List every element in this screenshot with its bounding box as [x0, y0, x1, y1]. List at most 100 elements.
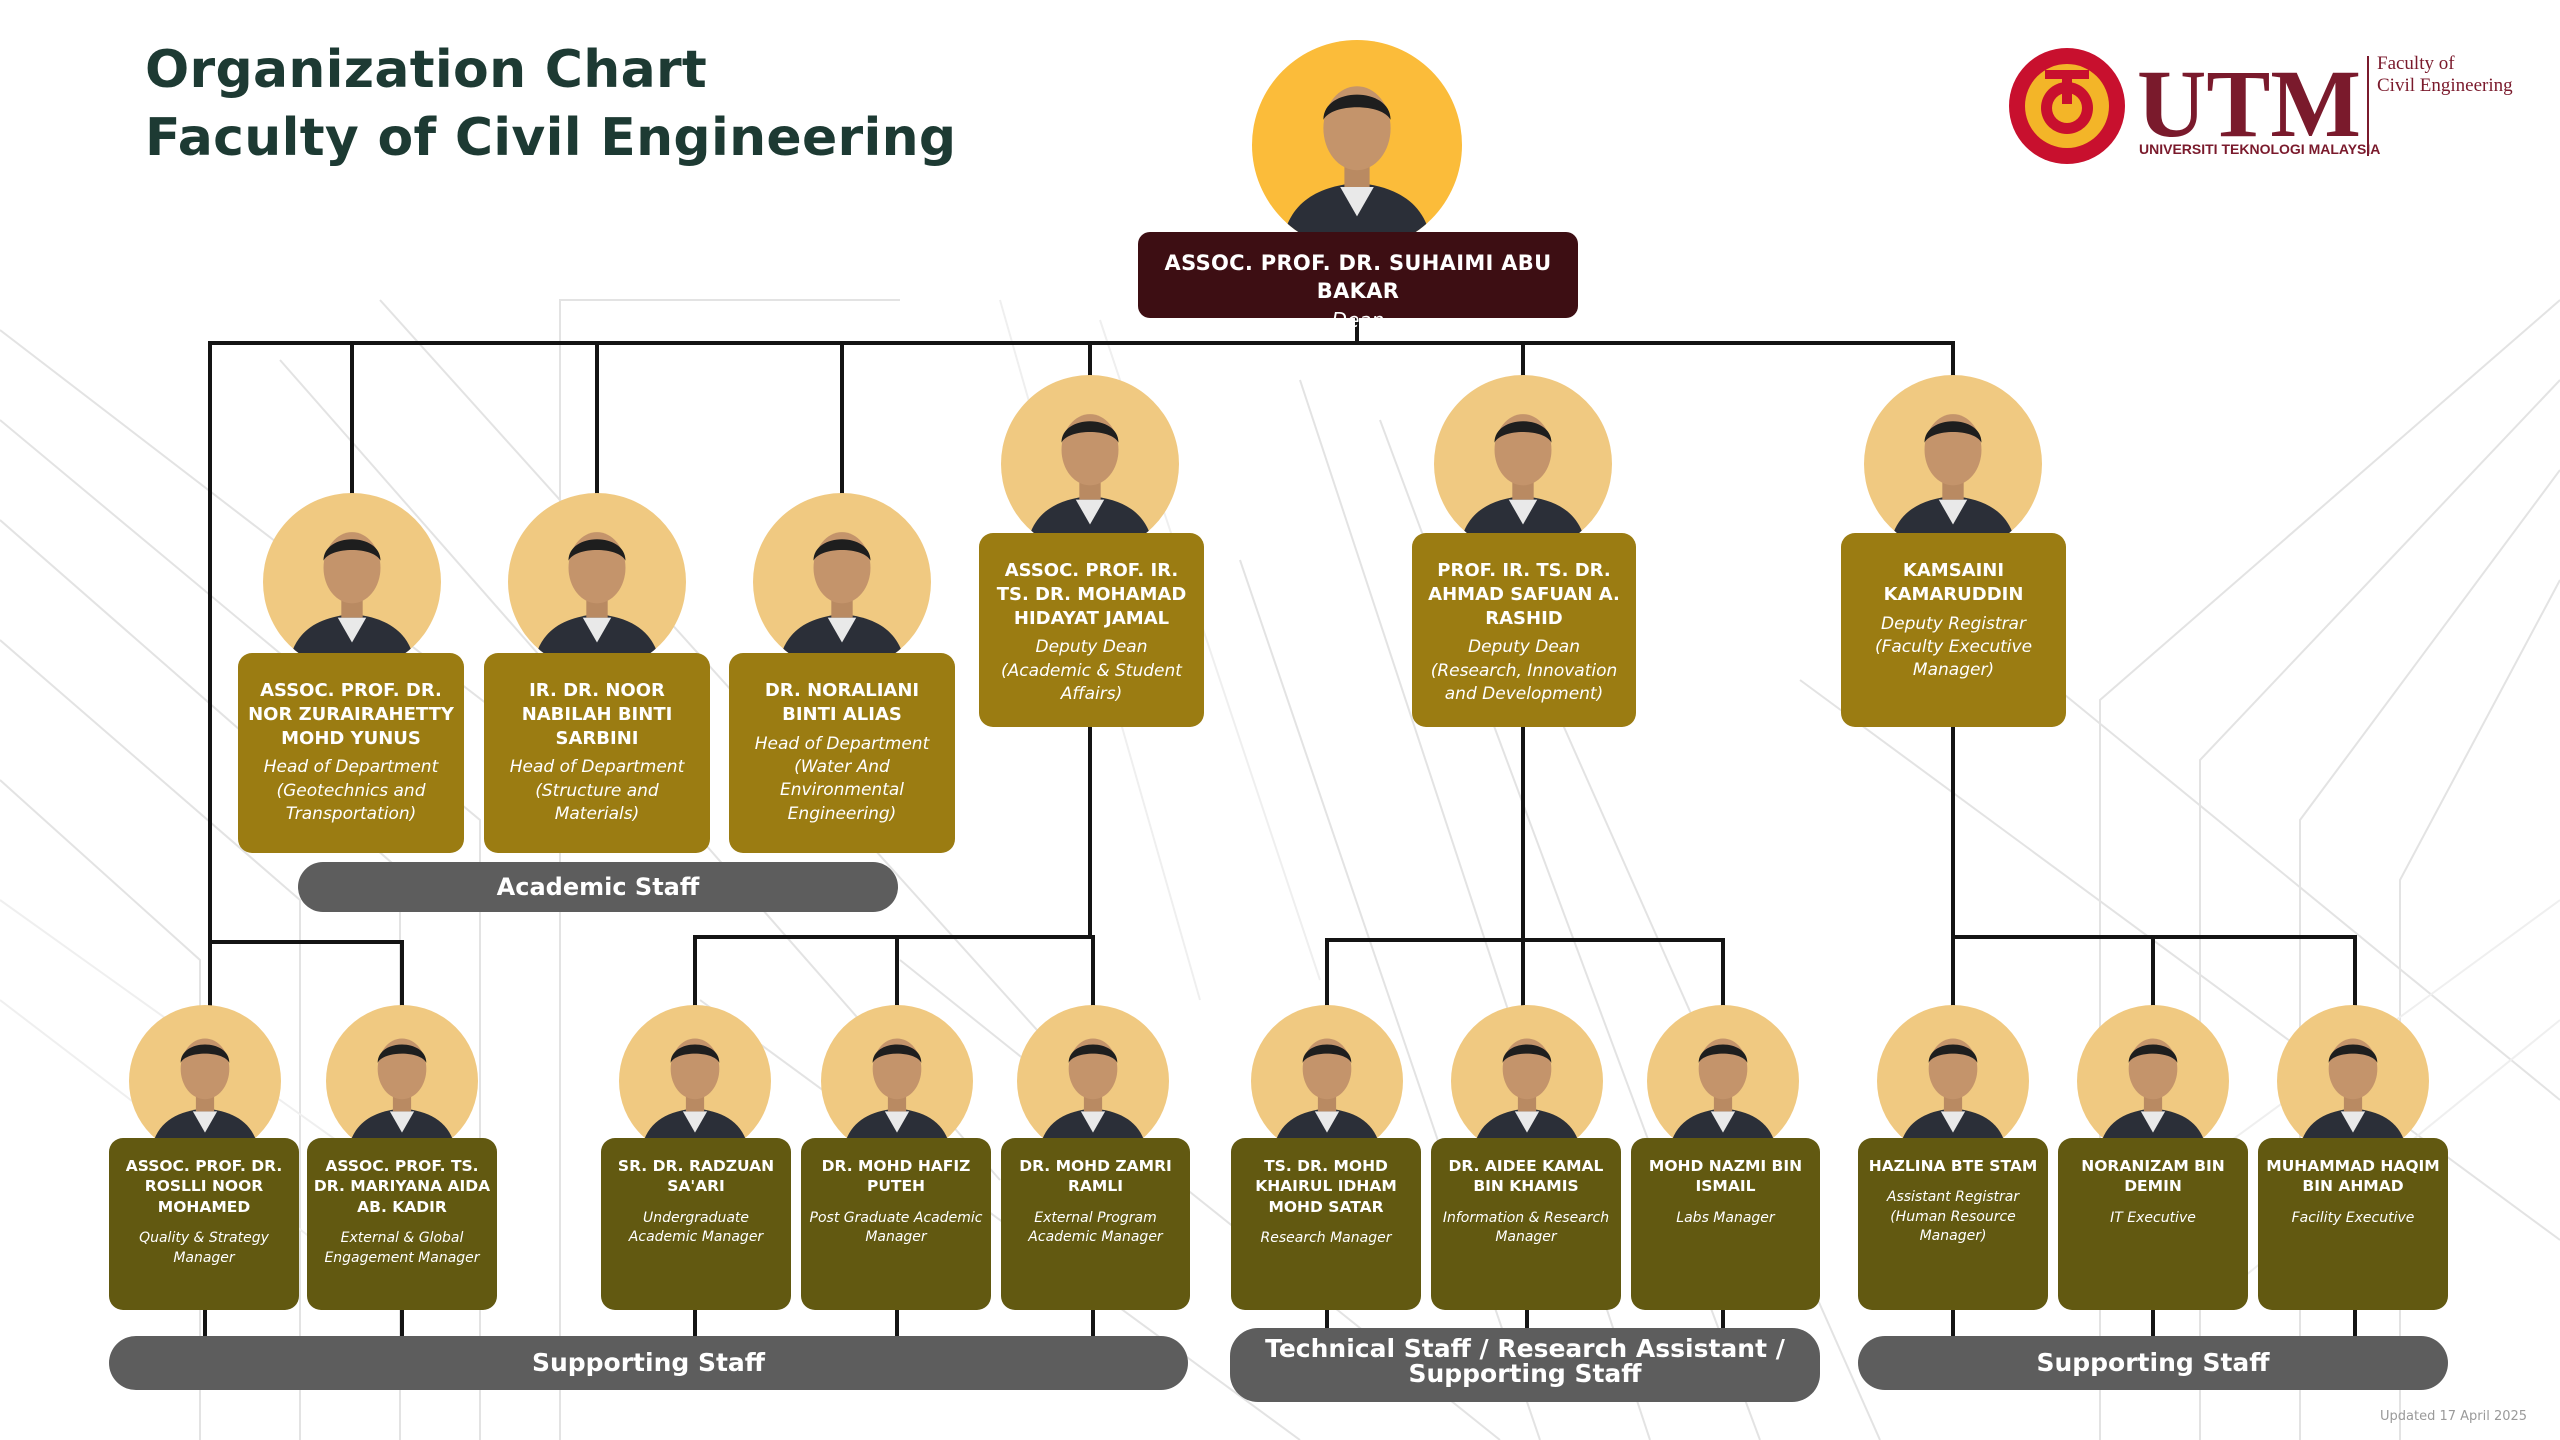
- person-portrait-icon: [532, 532, 662, 671]
- person-portrait-icon: [1038, 1038, 1148, 1157]
- person-portrait-icon: [1668, 1038, 1778, 1157]
- utm-seal-icon: [2009, 48, 2125, 164]
- staff-name: DR. MOHD HAFIZ PUTEH: [821, 1157, 971, 1196]
- head-name: ASSOC. PROF. DR. NOR ZURAIRAHETTY MOHD Y…: [248, 680, 454, 749]
- staff-card: DR. AIDEE KAMAL BIN KHAMIS Information &…: [1431, 1138, 1621, 1310]
- staff-name: DR. MOHD ZAMRI RAMLI: [1019, 1157, 1172, 1196]
- staff-photo: [1647, 1005, 1799, 1157]
- utm-logo: UTM UNIVERSITI TEKNOLOGI MALAYSIA Facult…: [2009, 48, 2513, 164]
- staff-role: Facility Executive: [2291, 1209, 2415, 1226]
- staff-role: External & Global Engagement Manager: [324, 1230, 480, 1266]
- staff-role: Research Manager: [1260, 1230, 1392, 1247]
- staff-photo: [2277, 1005, 2429, 1157]
- person-portrait-icon: [1888, 414, 2018, 553]
- staff-role: Post Graduate Academic Manager: [809, 1209, 983, 1246]
- staff-photo: [1017, 1005, 1169, 1157]
- deputy-photo: [1434, 375, 1612, 553]
- person-portrait-icon: [1458, 414, 1588, 553]
- person-portrait-icon: [287, 532, 417, 671]
- staff-name: ASSOC. PROF. TS. DR. MARIYANA AIDA AB. K…: [313, 1157, 491, 1216]
- updated-date: Updated 17 April 2025: [2380, 1409, 2528, 1424]
- staff-name: MUHAMMAD HAQIM BIN AHMAD: [2266, 1157, 2440, 1196]
- staff-card: ASSOC. PROF. DR. ROSLLI NOOR MOHAMED Qua…: [109, 1138, 299, 1310]
- supporting-staff-pill: Supporting Staff: [109, 1336, 1188, 1390]
- staff-card: DR. MOHD HAFIZ PUTEH Post Graduate Acade…: [801, 1138, 991, 1310]
- deputy-photo: [1001, 375, 1179, 553]
- page-title: Organization Chart: [145, 40, 708, 100]
- staff-role: External Program Academic Manager: [1028, 1209, 1163, 1246]
- person-portrait-icon: [2098, 1038, 2208, 1157]
- staff-photo: [619, 1005, 771, 1157]
- person-portrait-icon: [842, 1038, 952, 1157]
- staff-role: Information & Research Manager: [1442, 1209, 1610, 1246]
- staff-name: TS. DR. MOHD KHAIRUL IDHAM MOHD SATAR: [1255, 1157, 1397, 1216]
- faculty-line2: Civil Engineering: [2377, 75, 2513, 96]
- head-role: Head of Department (Geotechnics and Tran…: [263, 757, 439, 825]
- deputy-name: KAMSAINI KAMARUDDIN: [1883, 560, 2024, 605]
- person-portrait-icon: [1898, 1038, 2008, 1157]
- dean-photo: [1252, 40, 1462, 250]
- staff-card: SR. DR. RADZUAN SA'ARI Undergraduate Aca…: [601, 1138, 791, 1310]
- technical-staff-label-line1: Technical Staff / Research Assistant /: [1265, 1334, 1785, 1363]
- dean-name: ASSOC. PROF. DR. SUHAIMI ABU BAKAR: [1164, 251, 1552, 303]
- head-name: DR. NORALIANI BINTI ALIAS: [764, 680, 920, 725]
- staff-photo: [1877, 1005, 2029, 1157]
- technical-staff-label-line2: Supporting Staff: [1408, 1359, 1642, 1388]
- dean-card: ASSOC. PROF. DR. SUHAIMI ABU BAKAR Dean: [1138, 232, 1578, 332]
- head-photo: [263, 493, 441, 671]
- staff-photo: [326, 1005, 478, 1157]
- head-card: ASSOC. PROF. DR. NOR ZURAIRAHETTY MOHD Y…: [238, 653, 464, 853]
- person-portrait-icon: [1281, 86, 1433, 250]
- staff-role: Quality & Strategy Manager: [139, 1230, 269, 1266]
- head-card: DR. NORALIANI BINTI ALIAS Head of Depart…: [729, 653, 955, 853]
- head-role: Head of Department (Water And Environmen…: [754, 733, 930, 824]
- staff-photo: [2077, 1005, 2229, 1157]
- page-subtitle: Faculty of Civil Engineering: [145, 108, 957, 168]
- person-portrait-icon: [347, 1038, 457, 1157]
- faculty-line1: Faculty of: [2377, 53, 2455, 74]
- staff-photo: [1451, 1005, 1603, 1157]
- staff-role: IT Executive: [2110, 1209, 2196, 1226]
- staff-card: NORANIZAM BIN DEMIN IT Executive: [2058, 1138, 2248, 1310]
- utm-university-name: UNIVERSITI TEKNOLOGI MALAYSIA: [2139, 141, 2380, 157]
- person-portrait-icon: [2298, 1038, 2408, 1157]
- utm-wordmark: UTM: [2137, 50, 2361, 157]
- staff-name: DR. AIDEE KAMAL BIN KHAMIS: [1448, 1157, 1604, 1196]
- staff-card: DR. MOHD ZAMRI RAMLI External Program Ac…: [1001, 1138, 1190, 1310]
- supporting-staff-label: Supporting Staff: [2036, 1348, 2270, 1377]
- staff-card: MUHAMMAD HAQIM BIN AHMAD Facility Execut…: [2258, 1138, 2448, 1310]
- person-portrait-icon: [777, 532, 907, 671]
- deputy-name: PROF. IR. TS. DR. AHMAD SAFUAN A. RASHID: [1428, 560, 1620, 629]
- staff-role: Labs Manager: [1676, 1209, 1775, 1226]
- staff-card: ASSOC. PROF. TS. DR. MARIYANA AIDA AB. K…: [307, 1138, 497, 1310]
- head-photo: [753, 493, 931, 671]
- head-photo: [508, 493, 686, 671]
- person-portrait-icon: [1472, 1038, 1582, 1157]
- staff-name: HAZLINA BTE STAM: [1868, 1157, 2038, 1175]
- deputy-card: ASSOC. PROF. IR. TS. DR. MOHAMAD HIDAYAT…: [979, 533, 1204, 727]
- supporting-staff-pill: Supporting Staff: [1858, 1336, 2448, 1390]
- staff-card: TS. DR. MOHD KHAIRUL IDHAM MOHD SATAR Re…: [1231, 1138, 1421, 1310]
- staff-name: ASSOC. PROF. DR. ROSLLI NOOR MOHAMED: [125, 1157, 283, 1216]
- technical-staff-pill: Technical Staff / Research Assistant / S…: [1230, 1328, 1820, 1402]
- staff-name: SR. DR. RADZUAN SA'ARI: [617, 1157, 775, 1196]
- staff-name: MOHD NAZMI BIN ISMAIL: [1648, 1157, 1803, 1196]
- deputy-role: Deputy Dean (Academic & Student Affairs): [1001, 637, 1182, 705]
- dean-role: Dean: [1331, 308, 1385, 333]
- staff-card: MOHD NAZMI BIN ISMAIL Labs Manager: [1631, 1138, 1820, 1310]
- head-role: Head of Department (Structure and Materi…: [509, 757, 685, 825]
- deputy-card: KAMSAINI KAMARUDDIN Deputy Registrar (Fa…: [1841, 533, 2066, 727]
- deputy-role: Deputy Registrar (Faculty Executive Mana…: [1874, 613, 2033, 681]
- deputy-card: PROF. IR. TS. DR. AHMAD SAFUAN A. RASHID…: [1412, 533, 1636, 727]
- academic-staff-pill: Academic Staff: [298, 862, 898, 912]
- staff-photo: [129, 1005, 281, 1157]
- deputy-role: Deputy Dean (Research, Innovation and De…: [1430, 637, 1618, 705]
- person-portrait-icon: [150, 1038, 260, 1157]
- staff-name: NORANIZAM BIN DEMIN: [2081, 1157, 2225, 1196]
- head-card: IR. DR. NOOR NABILAH BINTI SARBINI Head …: [484, 653, 710, 853]
- person-portrait-icon: [1025, 414, 1155, 553]
- staff-card: HAZLINA BTE STAM Assistant Registrar (Hu…: [1858, 1138, 2048, 1310]
- supporting-staff-label: Supporting Staff: [531, 1348, 766, 1377]
